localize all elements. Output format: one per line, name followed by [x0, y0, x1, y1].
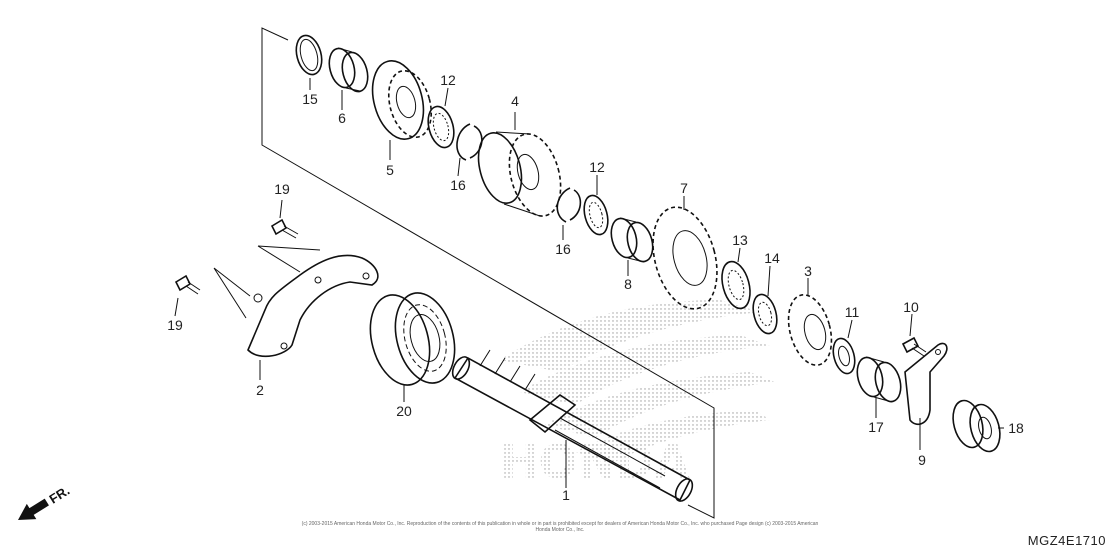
part-12-washer-lower: [583, 194, 609, 236]
part-15-ring: [295, 34, 323, 76]
callout-2: 2: [256, 382, 264, 398]
callout-13: 13: [732, 232, 748, 248]
part-6-bushing: [328, 47, 369, 93]
part-17-needle-bearing: [856, 356, 902, 403]
callouts: 1 2 3 4 5 6 7 8 9 10 11 12 12 13 14 15 1…: [167, 72, 1024, 503]
part-13-washer: [721, 260, 751, 310]
callout-19-lower: 19: [167, 317, 183, 333]
callout-14: 14: [764, 250, 780, 266]
part-5-gear: [371, 60, 433, 140]
callout-6: 6: [338, 110, 346, 126]
callout-15: 15: [302, 91, 318, 107]
front-label: FR.: [47, 483, 73, 507]
callout-10: 10: [903, 299, 919, 315]
callout-16-upper: 16: [450, 177, 466, 193]
part-18-bearing: [952, 399, 1001, 453]
callout-5: 5: [386, 162, 394, 178]
leader-lines: [174, 78, 1004, 488]
front-arrow-icon: [18, 498, 49, 520]
callout-16-lower: 16: [555, 241, 571, 257]
callout-18: 18: [1008, 420, 1024, 436]
callout-12-lower: 12: [589, 159, 605, 175]
callout-19-upper: 19: [274, 181, 290, 197]
part-11-washer: [832, 337, 856, 375]
callout-1: 1: [562, 487, 570, 503]
callout-4: 4: [511, 93, 519, 109]
part-16-snapring-lower: [556, 187, 582, 223]
part-2-set-plate: [247, 254, 379, 358]
main-shaft: [451, 349, 694, 502]
part-10-bolt: [901, 336, 927, 357]
part-19-bolt-lower: [174, 274, 201, 295]
callout-20: 20: [396, 403, 412, 419]
part-20-bearing: [369, 292, 456, 386]
part-19-bolt-upper: [270, 218, 299, 239]
part-9-plate: [904, 342, 948, 426]
callout-11: 11: [845, 304, 860, 320]
part-3-gear: [787, 294, 833, 366]
callout-3: 3: [804, 263, 812, 279]
part-14-washer: [752, 293, 778, 335]
callout-8: 8: [624, 276, 632, 292]
front-indicator: FR.: [18, 483, 73, 520]
callout-7: 7: [680, 180, 688, 196]
callout-17: 17: [868, 419, 884, 435]
part-7-gear: [652, 206, 718, 310]
part-4-gear: [477, 131, 562, 217]
copyright-notice: (c) 2003-2015 American Honda Motor Co., …: [301, 521, 819, 533]
callout-9: 9: [918, 452, 926, 468]
assembly-frame: [261, 27, 715, 519]
honda-wing-watermark: HONDA: [500, 300, 775, 489]
honda-watermark-text: HONDA: [500, 435, 690, 489]
part-12-washer-upper: [427, 105, 455, 149]
diagram-code: MGZ4E1710: [1027, 533, 1106, 548]
part-8-needle-bearing: [610, 217, 654, 263]
callout-12-upper: 12: [440, 72, 456, 88]
